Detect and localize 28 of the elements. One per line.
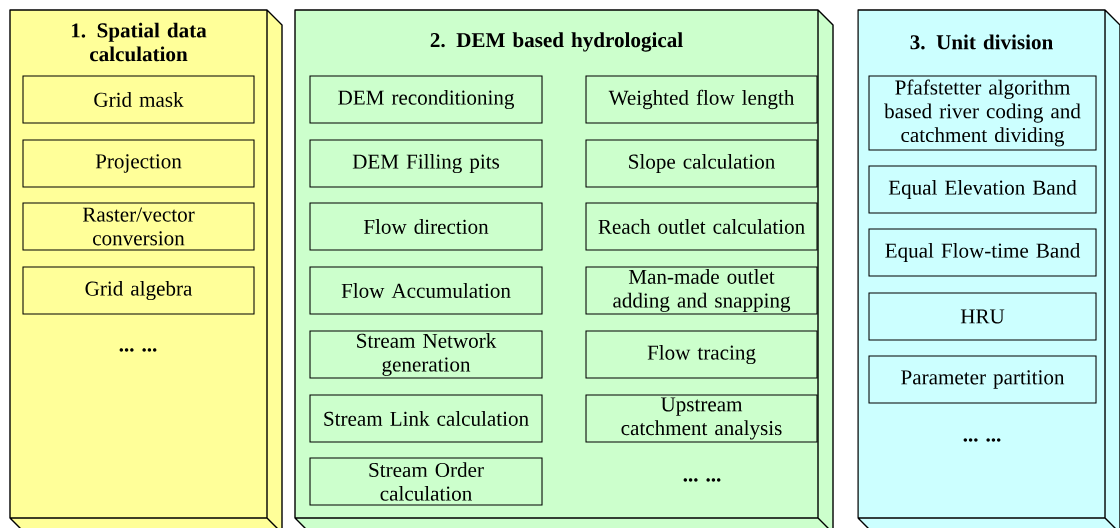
process-box: Man-made outlet adding and snapping: [585, 266, 818, 315]
process-box: Weighted flow length: [585, 75, 818, 124]
process-box: Raster/vector conversion: [22, 202, 255, 251]
panel-heading: 3. Unit division: [910, 34, 1053, 50]
panel-heading: 1. Spatial data calculation: [71, 22, 207, 62]
process-box: Equal Elevation Band: [868, 165, 1097, 214]
ellipsis: ... ...: [963, 438, 1001, 442]
process-box: Flow tracing: [585, 330, 818, 379]
process-box: Flow direction: [309, 202, 543, 251]
process-box: DEM Filling pits: [309, 139, 543, 188]
process-box: Reach outlet calculation: [585, 202, 818, 251]
process-box: Grid algebra: [22, 266, 255, 315]
process-box: Stream Order calculation: [309, 457, 543, 506]
process-box: Flow Accumulation: [309, 266, 543, 315]
process-box: Upstream catchment analysis: [585, 394, 818, 443]
ellipsis: ... ...: [683, 478, 721, 482]
process-box: Grid mask: [22, 75, 255, 124]
process-box: Parameter partition: [868, 355, 1097, 404]
ellipsis: ... ...: [119, 348, 157, 352]
panel-heading: 2. DEM based hydrological: [430, 32, 683, 52]
process-box: Projection: [22, 139, 255, 188]
process-box: Stream Link calculation: [309, 394, 543, 443]
process-box: Pfafstetter algorithm based river coding and catchment dividing: [868, 75, 1097, 151]
process-box: Slope calculation: [585, 139, 818, 188]
process-box: DEM reconditioning: [309, 75, 543, 124]
process-box: Stream Network generation: [309, 330, 543, 379]
process-box: Equal Flow-time Band: [868, 228, 1097, 277]
process-box: HRU: [868, 292, 1097, 341]
